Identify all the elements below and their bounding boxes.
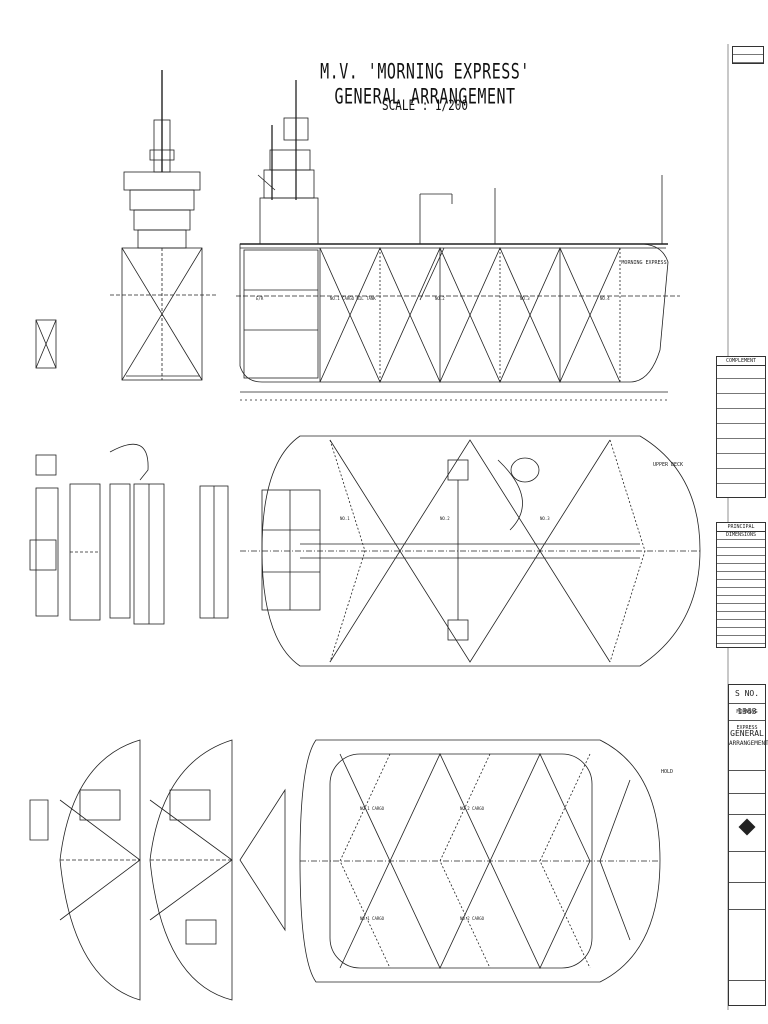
ship-number: S NO. 1363: [729, 685, 765, 716]
table-row: [717, 596, 765, 604]
table-row: [717, 366, 765, 379]
hull-ship-name: MORNING EXPRESS: [621, 260, 667, 266]
svg-text:NO.3: NO.3: [540, 516, 550, 521]
drawing-title-line1: GENERAL: [730, 729, 764, 738]
main-title-block: S NO. 1363 MORNING EXPRESS GENERAL ARRAN…: [728, 684, 768, 1006]
table-row: [717, 628, 765, 636]
table-row: [717, 636, 765, 644]
revision-history-cell: [729, 910, 765, 981]
svg-text:NO.1 CARGO: NO.1 CARGO: [360, 806, 385, 811]
svg-text:NO.1 CARGO OIL TANK: NO.1 CARGO OIL TANK: [330, 296, 376, 301]
table-row: [717, 604, 765, 612]
table-row: [717, 394, 765, 409]
svg-text:NO.4: NO.4: [600, 296, 610, 301]
table-row: [717, 424, 765, 439]
signature-cell: [729, 794, 765, 815]
table-row: [717, 564, 765, 572]
accommodation-deck-plans: [29, 443, 229, 625]
principal-dimensions-table: PRINCIPAL DIMENSIONS: [716, 522, 766, 648]
drawing-title: M.V. 'MORNING EXPRESS' GENERAL ARRANGEME…: [320, 58, 530, 110]
note-line: [700, 927, 726, 934]
table-row: [717, 439, 765, 454]
note-line: [700, 934, 726, 941]
complement-table: COMPLEMENT: [716, 356, 766, 498]
revision-row: [733, 55, 763, 63]
principal-dimensions-heading: PRINCIPAL DIMENSIONS: [717, 523, 765, 538]
svg-text:NO.2 CARGO: NO.2 CARGO: [460, 916, 485, 921]
svg-text:NO.2: NO.2: [440, 516, 450, 521]
company-logo-cell: [729, 815, 765, 852]
upper-deck-label: UPPER DECK: [652, 462, 684, 468]
table-row: [717, 454, 765, 469]
table-row: [717, 379, 765, 394]
upper-deck-plan: [240, 435, 701, 667]
svg-text:NO.1: NO.1: [340, 516, 350, 521]
detail-views-left: [35, 319, 57, 476]
bow-section-plans: [29, 739, 233, 1001]
table-row: [717, 612, 765, 620]
profile-view: [236, 80, 680, 401]
company-logo-icon: [738, 818, 756, 836]
svg-text:E/R: E/R: [256, 296, 264, 301]
table-row: [717, 588, 765, 596]
notes-block: [700, 920, 726, 1002]
svg-text:NO.1 CARGO: NO.1 CARGO: [360, 916, 385, 921]
hold-label: HOLD: [660, 769, 674, 775]
drawing-scale: SCALE : 1/200: [381, 97, 469, 114]
table-row: [717, 620, 765, 628]
front-elevation-view: [110, 70, 218, 381]
table-row: [717, 540, 765, 548]
hold-plan: [239, 739, 661, 983]
ship-name: MORNING EXPRESS: [729, 704, 765, 731]
drawing-title-line2: ARRANGEMENT: [729, 740, 768, 747]
table-row: [717, 548, 765, 556]
table-row: [717, 572, 765, 580]
note-line: [700, 941, 726, 948]
approval-cell: [729, 883, 765, 910]
revision-block: [732, 46, 764, 64]
table-row: [717, 409, 765, 424]
revision-row: [733, 47, 763, 55]
svg-text:NO.3: NO.3: [520, 296, 530, 301]
note-line: [700, 920, 726, 927]
drawing-number-cell: [729, 771, 765, 794]
table-row: [717, 532, 765, 540]
company-name-cell: [729, 852, 765, 883]
svg-text:NO.2 CARGO: NO.2 CARGO: [460, 806, 485, 811]
table-row: [717, 469, 765, 484]
table-row: [717, 580, 765, 588]
complement-table-heading: COMPLEMENT: [717, 357, 765, 366]
drawing-title-cell: GENERAL ARRANGEMENT: [729, 721, 768, 771]
svg-text:NO.2: NO.2: [435, 296, 445, 301]
sheet-number-cell: [729, 981, 765, 1001]
table-row: [717, 556, 765, 564]
